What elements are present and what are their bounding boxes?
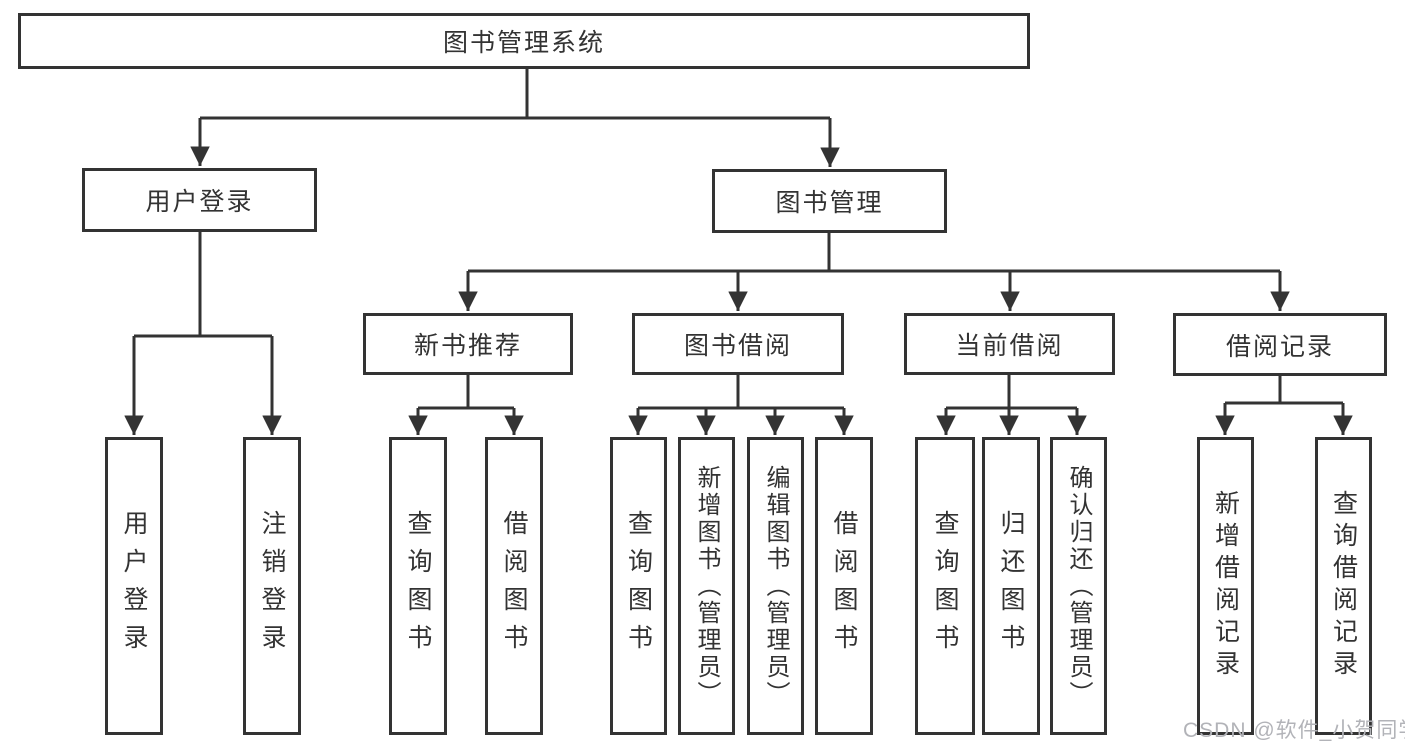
watermark-csdn: CSDN @软件_小贺同学 [1183, 719, 1405, 742]
node-leaf-add-borrow-record: 新增借阅记录 [1197, 437, 1254, 735]
node-label: 用户登录 [145, 188, 254, 216]
node-label: 归还图书 [997, 510, 1025, 662]
node-leaf-query-books-borrow: 查询图书 [610, 437, 667, 735]
node-library-system: 图书管理系统 [18, 13, 1030, 69]
node-leaf-user-login: 用户登录 [105, 437, 163, 735]
node-label: 查询借阅记录 [1329, 490, 1358, 682]
node-borrow-records: 借阅记录 [1173, 313, 1387, 376]
connector-current-borrow-split [936, 375, 1087, 435]
node-new-book-recommend: 新书推荐 [363, 313, 573, 375]
node-leaf-borrow-books: 借阅图书 [815, 437, 873, 735]
node-book-management: 图书管理 [712, 169, 947, 233]
node-label: 借阅记录 [1225, 332, 1334, 361]
node-current-borrow: 当前借阅 [904, 313, 1115, 375]
node-label: 图书管理系统 [442, 29, 605, 57]
node-label: 确认归还（管理员） [1065, 464, 1092, 708]
node-user-login-module: 用户登录 [82, 168, 317, 232]
node-leaf-query-borrow-record: 查询借阅记录 [1315, 437, 1372, 735]
node-label: 编辑图书（管理员） [762, 464, 789, 708]
connector-book-management-split [458, 233, 1290, 311]
connector-root-split [190, 68, 840, 167]
node-label: 查询图书 [931, 510, 959, 662]
connector-new-book-split [408, 375, 524, 435]
node-label: 图书借阅 [683, 332, 792, 360]
node-leaf-borrow-books-recommend: 借阅图书 [485, 437, 543, 735]
node-label: 查询图书 [404, 510, 432, 662]
connector-book-borrow-split [628, 375, 854, 435]
node-label: 图书管理 [775, 189, 884, 217]
node-label: 借阅图书 [830, 510, 858, 662]
node-label: 新增图书（管理员） [693, 464, 720, 708]
node-leaf-logout: 注销登录 [243, 437, 301, 735]
node-label: 查询图书 [624, 510, 653, 662]
connector-user-login-split [124, 232, 282, 435]
node-label: 新增借阅记录 [1211, 490, 1240, 682]
node-leaf-edit-book-admin: 编辑图书（管理员） [747, 437, 804, 735]
node-label: 注销登录 [258, 510, 286, 662]
node-leaf-query-books-recommend: 查询图书 [389, 437, 447, 735]
node-leaf-confirm-return-admin: 确认归还（管理员） [1050, 437, 1107, 735]
node-label: 用户登录 [120, 510, 148, 662]
node-label: 当前借阅 [955, 332, 1064, 360]
node-label: 借阅图书 [500, 510, 528, 662]
node-leaf-query-books-current: 查询图书 [915, 437, 975, 735]
node-leaf-add-book-admin: 新增图书（管理员） [678, 437, 735, 735]
connector-borrow-records-split [1215, 375, 1353, 435]
node-book-borrow: 图书借阅 [632, 313, 844, 375]
node-leaf-return-book: 归还图书 [982, 437, 1040, 735]
node-label: 新书推荐 [413, 332, 522, 360]
